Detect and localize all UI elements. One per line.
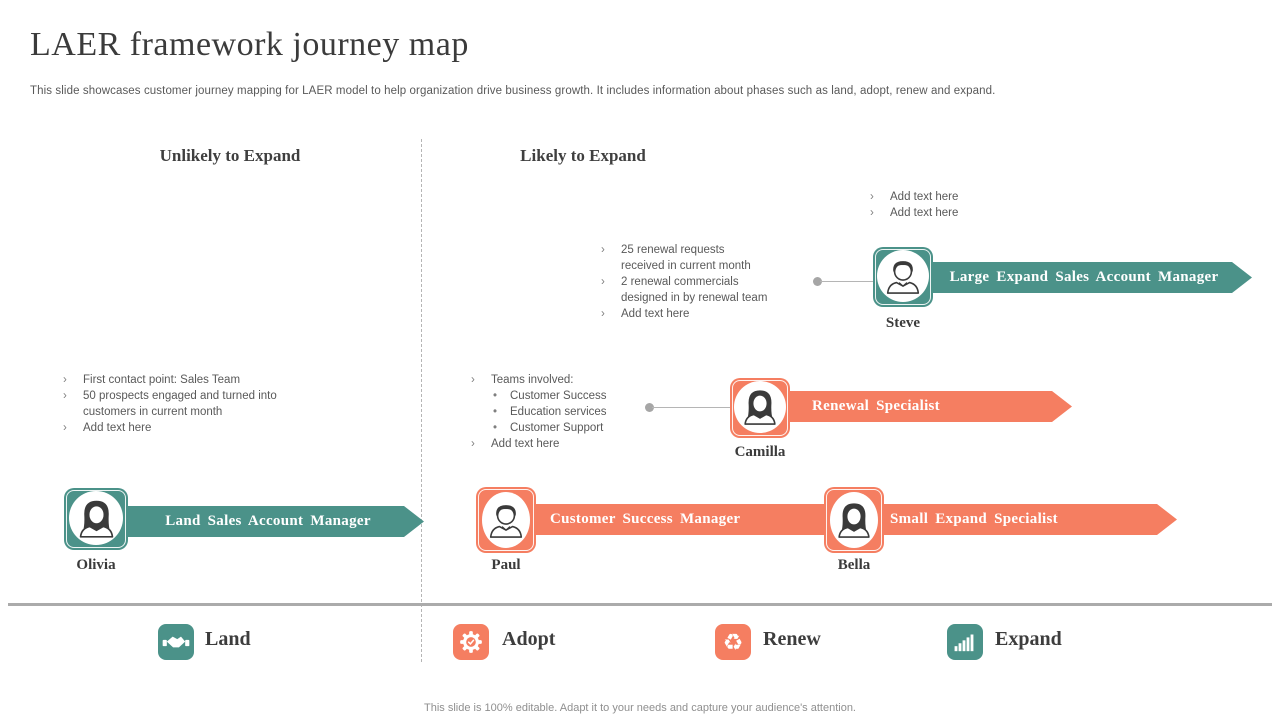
person-card-steve[interactable]	[873, 247, 933, 307]
note-text: Add text here	[890, 207, 959, 219]
note-text: Add text here	[83, 422, 152, 434]
horizontal-divider-line	[8, 603, 1272, 606]
connector-line	[820, 281, 873, 282]
person-name-bella[interactable]: Bella	[837, 557, 871, 573]
role-banner-camilla[interactable]: Renewal Specialist	[788, 391, 1072, 422]
person-name-olivia[interactable]: Olivia	[76, 557, 116, 573]
column-header-likely-to-expand[interactable]: Likely to Expand	[520, 146, 646, 165]
vertical-dashed-divider	[421, 139, 422, 662]
legend-tile-renew[interactable]: ♻	[715, 624, 751, 660]
avatar-frame	[734, 381, 786, 433]
role-banner-olivia[interactable]: Land Sales Account Manager	[126, 506, 424, 537]
recycle-icon: ♻	[722, 628, 744, 655]
note-text: 25 renewal requests received in current …	[621, 244, 751, 272]
bullet-glyph: ›	[63, 422, 67, 434]
person-card-paul[interactable]	[476, 487, 536, 553]
role-label: Small Expand Specialist	[890, 511, 1058, 527]
sub-bullet-glyph: •	[493, 406, 498, 418]
bullet-glyph: ›	[601, 276, 605, 288]
bullet-glyph: ›	[63, 374, 67, 386]
note-text: Add text here	[621, 308, 690, 320]
avatar-frame	[482, 492, 530, 548]
legend-tile-land[interactable]	[158, 624, 194, 660]
avatar-frame	[69, 491, 123, 545]
legend-label-renew[interactable]: Renew	[763, 628, 821, 650]
role-banner-steve[interactable]: Large Expand Sales Account Manager	[930, 262, 1252, 293]
person-card-camilla[interactable]	[730, 378, 790, 438]
connector-dot	[645, 403, 654, 412]
avatar-frame	[830, 492, 878, 548]
male-avatar-icon	[882, 255, 924, 297]
role-label: Land Sales Account Manager	[165, 513, 371, 529]
role-label: Large Expand Sales Account Manager	[949, 269, 1219, 285]
bullet-glyph: ›	[870, 191, 874, 203]
note-text: Education services	[510, 406, 607, 418]
slide-footer-note: This slide is 100% editable. Adapt it to…	[424, 702, 856, 714]
person-card-bella[interactable]	[824, 487, 884, 553]
note-text: First contact point: Sales Team	[83, 374, 241, 386]
bullet-glyph: ›	[63, 390, 67, 402]
bullet-glyph: ›	[870, 207, 874, 219]
bar-chart-icon	[950, 627, 980, 657]
role-banner-bella[interactable]: Small Expand Specialist	[868, 504, 1177, 535]
female-avatar-icon	[74, 496, 119, 541]
person-name-steve[interactable]: Steve	[885, 315, 921, 331]
legend-tile-expand[interactable]	[947, 624, 983, 660]
gear-check-icon	[456, 627, 486, 657]
connector-dot	[813, 277, 822, 286]
role-label: Customer Success Manager	[550, 511, 741, 527]
bullet-glyph: ›	[471, 438, 475, 450]
role-banner-paul[interactable]: Customer Success Manager	[520, 504, 855, 535]
legend-label-expand[interactable]: Expand	[995, 628, 1062, 650]
column-header-unlikely-to-expand[interactable]: Unlikely to Expand	[159, 146, 301, 165]
avatar-frame	[877, 250, 929, 302]
note-text: Customer Support	[510, 422, 604, 434]
legend-label-land[interactable]: Land	[205, 628, 251, 650]
legend-label-adopt[interactable]: Adopt	[502, 628, 556, 650]
sub-bullet-glyph: •	[493, 390, 498, 402]
steve-left-notes[interactable]: › 25 renewal requests received in current…	[601, 242, 816, 322]
female-avatar-icon	[739, 386, 781, 428]
handshake-icon	[161, 627, 191, 657]
steve-top-notes[interactable]: › Add text here › Add text here	[870, 189, 1010, 221]
connector-line	[652, 407, 732, 408]
sub-bullet-glyph: •	[493, 422, 498, 434]
person-name-camilla[interactable]: Camilla	[734, 444, 786, 460]
slide-description[interactable]: This slide showcases customer journey ma…	[30, 85, 996, 97]
bullet-glyph: ›	[601, 244, 605, 256]
bullet-glyph: ›	[601, 308, 605, 320]
person-name-paul[interactable]: Paul	[491, 557, 521, 573]
olivia-notes[interactable]: › First contact point: Sales Team › 50 pro…	[63, 372, 333, 436]
page-title[interactable]: LAER framework journey map	[30, 26, 469, 63]
note-text: Add text here	[491, 438, 560, 450]
camilla-notes[interactable]: › Teams involved: • Customer Success • Educ…	[471, 372, 651, 452]
note-text: 50 prospects engaged and turned into cus…	[83, 390, 277, 418]
note-text: 2 renewal commercials designed in by ren…	[621, 276, 768, 304]
bullet-glyph: ›	[471, 374, 475, 386]
note-text: Add text here	[890, 191, 959, 203]
person-card-olivia[interactable]	[64, 488, 128, 550]
note-text: Teams involved:	[491, 374, 574, 386]
note-text: Customer Success	[510, 390, 607, 402]
role-label: Renewal Specialist	[812, 398, 940, 414]
male-avatar-icon	[485, 499, 527, 541]
female-avatar-icon	[833, 499, 875, 541]
legend-tile-adopt[interactable]	[453, 624, 489, 660]
